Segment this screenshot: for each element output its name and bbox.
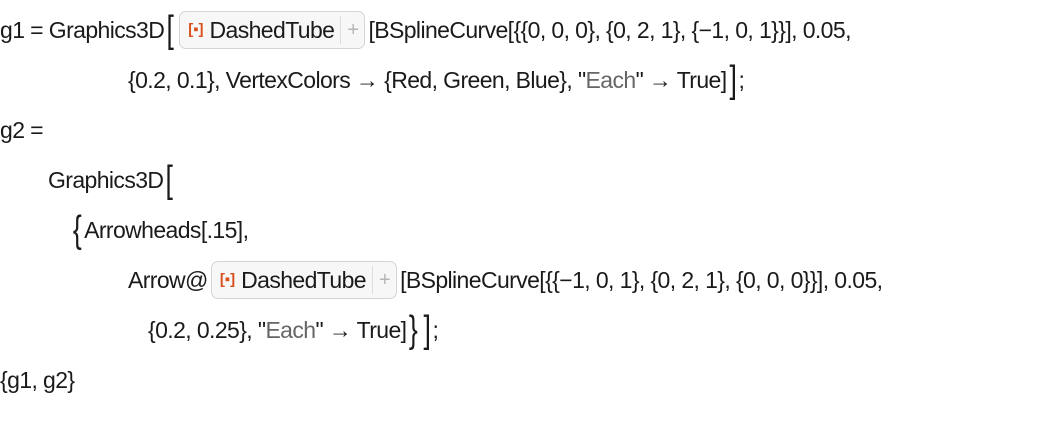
bracket-close: ] — [729, 59, 737, 101]
code-text: Arrow@ — [128, 267, 208, 293]
code-text: [BSplineCurve[{{0, 0, 0}, {0, 2, 1}, {−1… — [368, 17, 851, 43]
code-text: ; — [738, 67, 745, 93]
divider — [340, 16, 342, 44]
bracket-open: [ — [165, 159, 173, 201]
code-line-6[interactable]: Arrow@ [▪] DashedTube + [BSplineCurve[{{… — [128, 260, 883, 300]
code-text: {g1, g2} — [0, 367, 75, 393]
code-line-3[interactable]: g2 = — [0, 110, 44, 150]
code-text: Arrowheads[.15], — [84, 217, 249, 243]
code-text: [BSplineCurve[{{−1, 0, 1}, {0, 2, 1}, {0… — [400, 267, 883, 293]
resource-function-label: DashedTube — [241, 267, 366, 293]
code-line-2[interactable]: {0.2, 0.1}, VertexColors → {Red, Green, … — [128, 59, 745, 101]
bracket-open: [ — [166, 9, 174, 51]
string-literal: Each — [265, 317, 316, 343]
code-text: g2 = — [0, 117, 44, 143]
code-line-7[interactable]: {0.2, 0.25}, "Each" → True] } ]; — [148, 309, 439, 351]
brace-open: { — [72, 209, 82, 251]
resource-function-label: DashedTube — [209, 17, 335, 43]
code-line-1[interactable]: g1 = Graphics3D [ [▪] DashedTube + [BSpl… — [0, 10, 851, 50]
code-text: {0.2, 0.1}, VertexColors → {Red, Green, … — [128, 67, 586, 93]
code-line-4[interactable]: Graphics3D [ — [48, 160, 175, 200]
code-text: {0.2, 0.25}, " — [148, 317, 266, 343]
string-literal: Each — [585, 67, 637, 93]
code-text: " → True] — [635, 67, 728, 93]
code-line-8[interactable]: {g1, g2} — [0, 360, 75, 400]
code-text: ; — [432, 317, 439, 343]
resource-function-dashedtube[interactable]: [▪] DashedTube + — [179, 11, 366, 49]
divider — [371, 266, 373, 294]
resource-function-icon: [▪] — [188, 21, 204, 38]
code-text: Graphics3D — [48, 167, 164, 193]
resource-function-dashedtube[interactable]: [▪] DashedTube + — [210, 261, 398, 299]
bracket-close: ] — [423, 309, 431, 351]
code-line-5[interactable]: { Arrowheads[.15], — [70, 209, 249, 251]
brace-close: } — [409, 309, 418, 351]
code-text: " → True] — [315, 317, 407, 343]
plus-icon[interactable]: + — [347, 19, 359, 41]
resource-function-icon: [▪] — [219, 271, 236, 288]
plus-icon[interactable]: + — [378, 269, 391, 291]
code-text: g1 = Graphics3D — [0, 17, 165, 43]
